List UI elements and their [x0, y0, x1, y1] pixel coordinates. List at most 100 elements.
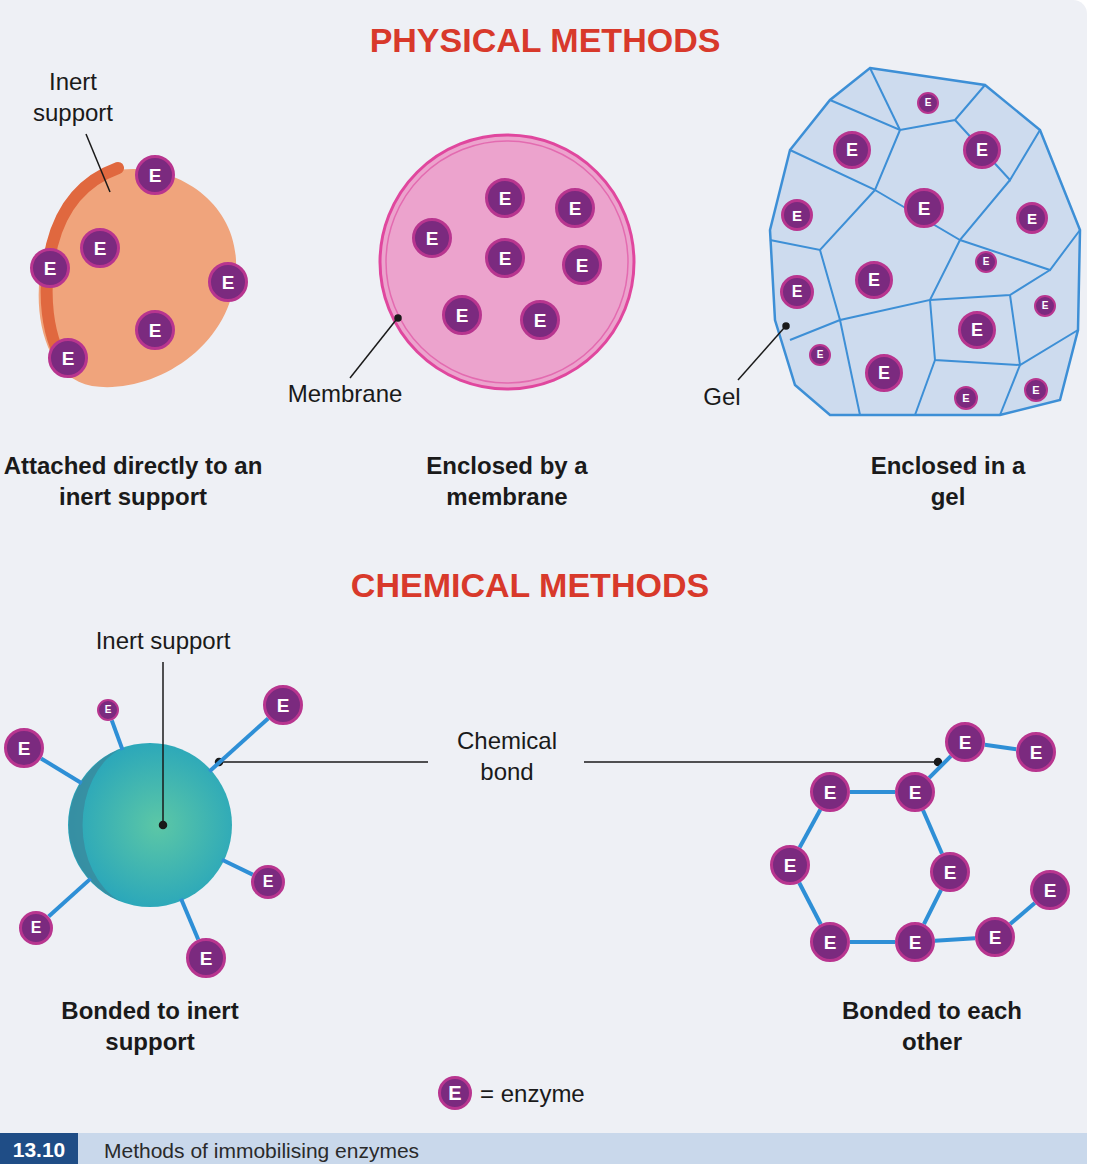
method-caption: Attached directly to an inert support [0, 450, 278, 512]
legend-text: = enzyme [480, 1078, 680, 1109]
enzyme-letter: E [200, 949, 213, 968]
enzyme-circle: E [263, 685, 303, 725]
enzyme-letter: E [846, 141, 858, 159]
enzyme-letter: E [18, 739, 31, 758]
sphere-bond [41, 758, 82, 783]
enzyme-circle: E [48, 338, 88, 378]
enzyme-circle: E [975, 251, 997, 273]
enzyme-letter: E [149, 166, 162, 185]
sphere-bond [181, 899, 198, 940]
enzyme-circle: E [963, 131, 1001, 169]
enzyme-letter: E [962, 393, 969, 404]
enzyme-letter: E [576, 256, 589, 275]
enzyme-circle: E [770, 845, 810, 885]
enzyme-circle: E [30, 248, 70, 288]
enzyme-circle: E [780, 275, 814, 309]
chemical-bond [923, 810, 942, 853]
enzyme-letter: E [878, 364, 890, 382]
enzyme-circle: E [958, 311, 996, 349]
chemical-bond [850, 940, 895, 944]
part-label: Gel [682, 381, 762, 412]
chemical-bond [985, 745, 1016, 749]
enzyme-letter: E [1044, 881, 1057, 900]
enzyme-letter: E [909, 783, 922, 802]
figure-caption: Methods of immobilising enzymes [104, 1137, 804, 1164]
leader-lines [86, 134, 789, 380]
enzyme-letter: E [784, 856, 797, 875]
enzyme-circle: E [954, 386, 978, 410]
method-caption: Enclosed in a gel [868, 450, 1028, 512]
sphere-bond [49, 879, 91, 917]
enzyme-letter: E [44, 259, 57, 278]
chemical-bond [850, 790, 895, 794]
enzyme-letter: E [499, 249, 512, 268]
enzyme-letter: E [105, 705, 112, 715]
enzyme-letter: E [983, 257, 990, 267]
enzyme-circle: E [945, 722, 985, 762]
enzyme-letter: E [222, 273, 235, 292]
figure-number: 13.10 [2, 1136, 76, 1163]
enzyme-circle: E [904, 188, 944, 228]
sphere-bond [112, 720, 123, 750]
enzyme-circle: E [251, 865, 285, 899]
enzyme-letter: E [824, 933, 837, 952]
enzyme-circle: E [135, 155, 175, 195]
chemical-bond [799, 883, 821, 925]
enzyme-letter: E [976, 141, 988, 159]
method-caption: Bonded to inert support [45, 995, 255, 1057]
enzyme-letter: E [989, 928, 1002, 947]
enzyme-letter: E [1030, 743, 1043, 762]
method-caption: Enclosed by a membrane [392, 450, 622, 512]
enzyme-circle: E [1016, 202, 1048, 234]
enzyme-letter: E [263, 874, 274, 890]
figure-number-box [0, 1133, 78, 1164]
enzyme-letter: E [817, 350, 824, 360]
enzyme-letter: E [277, 696, 290, 715]
caption-band [0, 1133, 1087, 1164]
enzyme-circle: E [895, 922, 935, 962]
enzyme-letter: E [94, 239, 107, 258]
enzyme-circle: E [865, 354, 903, 392]
enzyme-letter: E [868, 271, 880, 289]
enzyme-circle: E [810, 772, 850, 812]
enzyme-letter: E [1042, 301, 1049, 311]
enzyme-circle: E [1034, 295, 1056, 317]
enzyme-letter: E [62, 349, 75, 368]
chemical-bond [929, 756, 951, 778]
membrane-inner-ring [386, 141, 628, 383]
leader-lines-chemical [160, 662, 942, 829]
sphere-bond [209, 718, 268, 771]
enzyme-circle: E [80, 228, 120, 268]
enzyme-circle: E [930, 852, 970, 892]
section-heading: CHEMICAL METHODS [280, 563, 780, 607]
enzyme-circle: E [186, 938, 226, 978]
part-label: Inert support [8, 66, 138, 128]
enzyme-circle: E [97, 699, 119, 721]
enzyme-letter: E [31, 920, 42, 936]
membrane-capsule [380, 135, 634, 389]
enzyme-letter: E [959, 733, 972, 752]
enzyme-letter: E [569, 199, 582, 218]
legend-symbol-letter: E [440, 1080, 470, 1106]
enzyme-letter: E [1032, 385, 1039, 396]
sphere-bond [222, 860, 253, 875]
enzyme-circle: E [412, 218, 452, 258]
enzyme-circle: E [975, 917, 1015, 957]
section-heading: PHYSICAL METHODS [295, 18, 795, 62]
enzyme-letter: E [534, 311, 547, 330]
enzyme-letter: E [456, 306, 469, 325]
enzyme-circle: E [895, 772, 935, 812]
enzyme-circle: E [855, 261, 893, 299]
enzyme-circle: E [520, 300, 560, 340]
enzyme-circle: E [485, 178, 525, 218]
gel-block [770, 68, 1080, 415]
enzyme-circle: E [833, 131, 871, 169]
enzyme-letter: E [792, 284, 803, 300]
chemical-bond [924, 890, 941, 924]
chemical-bond [800, 810, 821, 848]
enzyme-circle: E [1030, 870, 1070, 910]
enzyme-circle: E [917, 92, 939, 114]
part-label: Chemical bond [432, 725, 582, 787]
enzyme-letter: E [792, 208, 802, 223]
enzyme-circle: E [442, 295, 482, 335]
